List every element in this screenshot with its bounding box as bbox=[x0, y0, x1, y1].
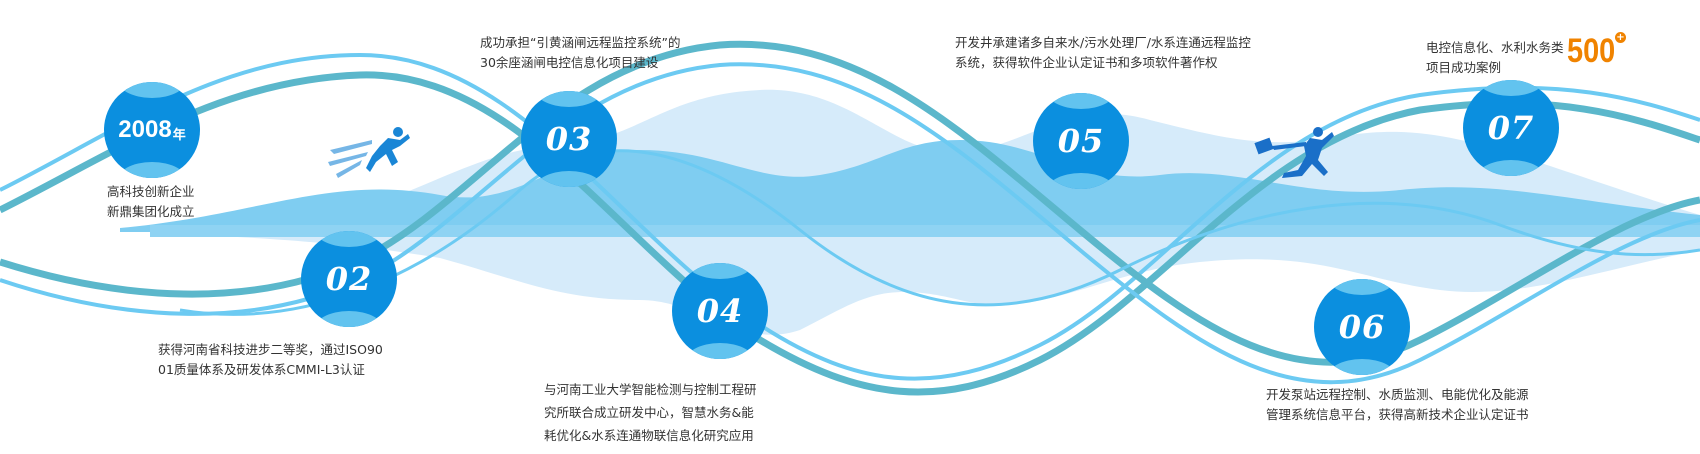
reflection bbox=[200, 235, 1700, 335]
runner-icon bbox=[328, 127, 410, 178]
milestone-number: 04 bbox=[696, 292, 744, 330]
year-suffix: 年 bbox=[172, 126, 186, 142]
text-line: 新鼎集团化成立 bbox=[107, 204, 195, 219]
text-line: 获得河南省科技进步二等奖，通过ISO90 bbox=[158, 342, 383, 357]
milestone-number: 06 bbox=[1338, 308, 1386, 346]
horizon-band bbox=[150, 225, 1700, 237]
milestone-05-circle: 05 bbox=[1033, 93, 1129, 189]
milestone-number: 03 bbox=[545, 120, 593, 158]
text-line: 究所联合成立研发中心，智慧水务&能 bbox=[544, 405, 754, 420]
milestone-number: 02 bbox=[325, 260, 373, 298]
milestone-06-circle: 06 bbox=[1314, 279, 1410, 375]
text-line: 耗优化&水系连通物联信息化研究应用 bbox=[544, 428, 754, 443]
milestone-07-text: 电控信息化、水利水务类 项目成功案例 bbox=[1426, 38, 1564, 78]
milestone-02-text: 获得河南省科技进步二等奖，通过ISO90 01质量体系及研发体系CMMI-L3认… bbox=[158, 340, 383, 380]
milestone-03-text: 成功承担“引黄涵闸远程监控系统”的 30余座涵闸电控信息化项目建设 bbox=[480, 33, 680, 73]
milestone-06-text: 开发泵站远程控制、水质监测、电能优化及能源 管理系统信息平台，获得高新技术企业认… bbox=[1266, 385, 1529, 425]
text-line: 项目成功案例 bbox=[1426, 60, 1502, 75]
plus-badge: + bbox=[1615, 32, 1626, 43]
text-line: 01质量体系及研发体系CMMI-L3认证 bbox=[158, 362, 365, 377]
milestone-year: 2008 bbox=[118, 116, 172, 143]
text-line: 与河南工业大学智能检测与控制工程研 bbox=[544, 382, 757, 397]
text-line: 电控信息化、水利水务类 bbox=[1426, 40, 1564, 55]
milestone-04-circle: 04 bbox=[672, 263, 768, 359]
milestone-number: 05 bbox=[1057, 122, 1105, 160]
wave-line-teal-1 bbox=[0, 71, 1700, 396]
text-line: 高科技创新企业 bbox=[107, 184, 195, 199]
wave-line-light-1 bbox=[0, 52, 1700, 381]
text-line: 开发泵站远程控制、水质监测、电能优化及能源 bbox=[1266, 387, 1529, 402]
text-line: 30余座涵闸电控信息化项目建设 bbox=[480, 55, 659, 70]
milestone-03-circle: 03 bbox=[521, 91, 617, 187]
text-line: 成功承担“引黄涵闸远程监控系统”的 bbox=[480, 35, 681, 50]
wave-line-light-3 bbox=[179, 149, 1700, 316]
businessman-icon bbox=[1254, 127, 1334, 178]
text-line: 系统，获得软件企业认定证书和多项软件著作权 bbox=[955, 55, 1218, 70]
project-count-highlight: 500 bbox=[1567, 32, 1616, 70]
milestone-2008-text: 高科技创新企业 新鼎集团化成立 bbox=[107, 182, 195, 222]
text-line: 管理系统信息平台，获得高新技术企业认定证书 bbox=[1266, 407, 1529, 422]
milestone-number: 07 bbox=[1487, 109, 1535, 147]
milestone-05-text: 开发井承建诸多自来水/污水处理厂/水系连通远程监控 系统，获得软件企业认定证书和… bbox=[955, 33, 1251, 73]
milestone-07-circle: 07 bbox=[1463, 80, 1559, 176]
milestone-04-text: 与河南工业大学智能检测与控制工程研 究所联合成立研发中心，智慧水务&能 耗优化&… bbox=[544, 378, 757, 447]
milestone-02-circle: 02 bbox=[301, 231, 397, 327]
text-line: 开发井承建诸多自来水/污水处理厂/水系连通远程监控 bbox=[955, 35, 1251, 50]
